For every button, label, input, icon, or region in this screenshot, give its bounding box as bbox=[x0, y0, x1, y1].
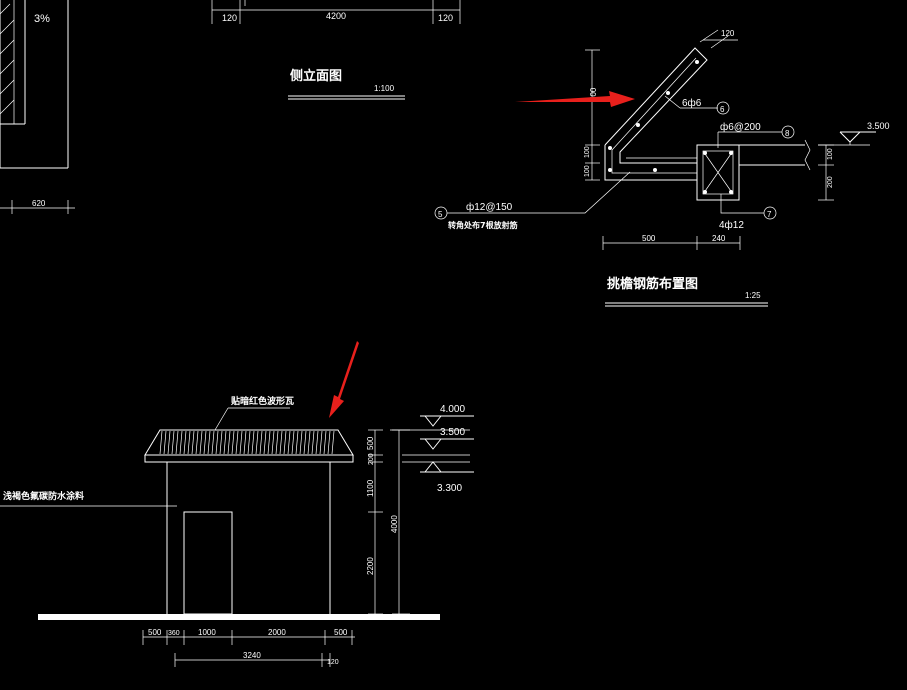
level-3300: 3.300 bbox=[437, 483, 462, 494]
stirrup-label: ф6@200 bbox=[720, 121, 761, 133]
ground-line bbox=[38, 614, 440, 620]
dim-b-3240: 3240 bbox=[243, 651, 261, 660]
dim-620: 620 bbox=[32, 199, 46, 208]
dim-b-1000: 1000 bbox=[198, 628, 216, 637]
dim-b-500b: 500 bbox=[334, 628, 348, 637]
eave-rebar-title: 挑檐钢筋布置图 bbox=[607, 276, 698, 292]
level-4000: 4.000 bbox=[440, 404, 465, 415]
side-elevation-scale: 1:100 bbox=[374, 84, 395, 93]
bar-6-label: 6ф6 bbox=[682, 97, 702, 109]
dim-120-left: 120 bbox=[222, 13, 237, 23]
red-arrow-icon bbox=[515, 91, 635, 107]
roof-note: 贴暗红色波形瓦 bbox=[231, 395, 294, 407]
tag-7-circle bbox=[763, 206, 777, 220]
bar-5-label: ф12@150 bbox=[466, 201, 513, 213]
tag-6: 6 bbox=[720, 105, 725, 114]
dim-eave-100: 100 bbox=[584, 146, 591, 158]
tag-8-circle bbox=[781, 125, 795, 139]
dim-eave-right-100: 100 bbox=[827, 148, 834, 160]
dim-b-360: 360 bbox=[168, 630, 180, 637]
side-elevation-title: 侧立面图 bbox=[290, 68, 342, 84]
dim-v-200: 200 bbox=[368, 453, 375, 465]
front-elevation: 贴暗红色波形瓦 浅褐色氟碳防水涂料 500 200 1100 2200 4000… bbox=[0, 395, 474, 667]
slope-label: 3% bbox=[34, 13, 50, 25]
wall-note: 浅褐色氟碳防水涂料 bbox=[3, 490, 84, 502]
dim-120-right: 120 bbox=[438, 13, 453, 23]
eave-rebar-scale: 1:25 bbox=[745, 291, 761, 300]
dim-eave-500-vertical: 500 bbox=[589, 87, 598, 101]
dim-eave-240: 240 bbox=[712, 234, 726, 243]
level-3500: 3.500 bbox=[440, 427, 465, 438]
dim-b-500a: 500 bbox=[148, 628, 162, 637]
rebar-dots bbox=[608, 60, 733, 194]
dim-4200: 4200 bbox=[326, 11, 346, 21]
dim-eave-120: 120 bbox=[721, 29, 735, 38]
dim-eave-100b: 100 bbox=[584, 165, 591, 177]
dim-b-2000: 2000 bbox=[268, 628, 286, 637]
tag-5-circle bbox=[434, 206, 448, 220]
dim-eave-200: 200 bbox=[827, 176, 834, 188]
dim-v-1100: 1100 bbox=[366, 479, 375, 497]
tag-8: 8 bbox=[785, 129, 790, 138]
door-outline bbox=[183, 511, 233, 615]
annotation-arrows bbox=[329, 91, 635, 418]
tag-5: 5 bbox=[438, 210, 443, 219]
dim-v-2200: 2200 bbox=[366, 557, 375, 575]
dim-v-4000: 4000 bbox=[390, 515, 399, 533]
eave-rebar-detail: 120 500 100 100 100 200 3.500 500 240 6ф… bbox=[434, 29, 890, 307]
dim-v-500: 500 bbox=[366, 436, 375, 450]
tag-6-circle bbox=[716, 101, 730, 115]
bar-5-note: 转角处布7根放射筋 bbox=[448, 220, 518, 230]
side-elevation: 120 4200 120 3% 620 侧立面图 1:100 bbox=[0, 0, 461, 214]
dim-b-120: 120 bbox=[327, 659, 339, 666]
bar-7-label: 4ф12 bbox=[719, 219, 744, 231]
dim-eave-500: 500 bbox=[642, 234, 656, 243]
eave-level-3500: 3.500 bbox=[867, 121, 890, 131]
red-arrow-icon bbox=[329, 341, 359, 418]
tag-7: 7 bbox=[767, 210, 772, 219]
